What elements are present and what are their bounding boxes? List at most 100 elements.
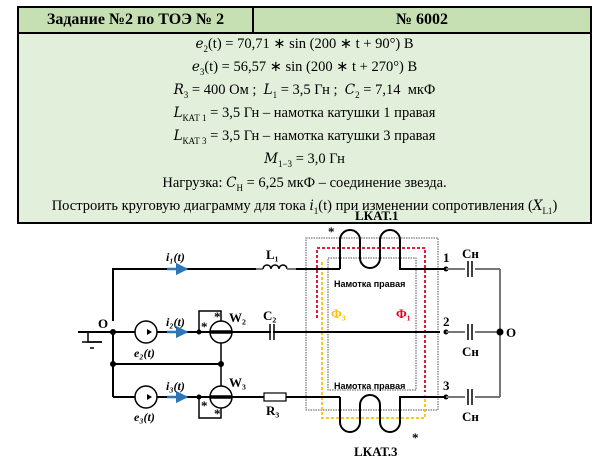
lkat3-text: = 3,5 Гн – намотка катушки 3 правая bbox=[206, 128, 436, 145]
e2-source-arrow bbox=[147, 329, 152, 335]
o-right-label: O bbox=[506, 325, 516, 340]
lkat3-coil bbox=[339, 394, 440, 433]
cn2-label: Cн bbox=[462, 344, 479, 359]
node-mid-left bbox=[110, 361, 116, 367]
wire-i1 bbox=[112, 268, 256, 321]
e3-label: e₃(t) bbox=[134, 410, 155, 424]
e2-label: e₂(t) bbox=[134, 346, 155, 360]
phi3-label: Φ₃ bbox=[331, 306, 346, 321]
mutual-line: M1−3 = 3,0 Гн bbox=[19, 150, 590, 173]
node1-label: 1 bbox=[443, 250, 450, 265]
m13-sub: 1−3 bbox=[277, 159, 293, 170]
node3-label: 3 bbox=[443, 378, 450, 393]
i2-label: i₂(t) bbox=[166, 315, 185, 329]
winding1-label: Намотка правая bbox=[334, 279, 405, 289]
task-x: X bbox=[532, 197, 543, 214]
c2-symbol: C bbox=[344, 82, 356, 99]
load-capacitors bbox=[467, 261, 473, 405]
load-sub: Н bbox=[236, 182, 244, 193]
l1-inductor bbox=[262, 264, 288, 270]
c2-value: = 7,14 мкФ bbox=[359, 82, 436, 99]
load-symbol: C bbox=[226, 174, 237, 191]
i1-label: i₁(t) bbox=[166, 250, 185, 264]
w2-star-a: * bbox=[201, 319, 208, 334]
lkat3-line: LКАТ 3 = 3,5 Гн – намотка катушки 3 прав… bbox=[19, 127, 590, 150]
e3-symbol: e bbox=[191, 59, 200, 76]
o-left-label: O bbox=[98, 316, 108, 331]
c2-label: C₂ bbox=[263, 308, 276, 323]
task-end: ) bbox=[552, 197, 558, 214]
m13-symbol: M bbox=[264, 151, 278, 168]
e3-source bbox=[134, 385, 158, 409]
r3-label: R₃ bbox=[266, 403, 279, 418]
e2-formula: e2(t) = 70,71 ∗ sin (200 ∗ t + 90°) В bbox=[19, 35, 590, 58]
load-prefix: Нагрузка: bbox=[162, 174, 227, 191]
phi1-label: Φ₁ bbox=[396, 306, 411, 321]
lkat3-symbol: L bbox=[173, 128, 183, 145]
winding3-label: Намотка правая bbox=[334, 381, 405, 391]
c2-sub: 2 bbox=[355, 90, 360, 101]
lkat3-sub: КАТ 3 bbox=[182, 136, 207, 147]
w3-star-a: * bbox=[201, 398, 208, 413]
w3-star-b: * bbox=[214, 406, 221, 421]
cn1-label: Cн bbox=[462, 246, 479, 261]
core-inner bbox=[327, 257, 417, 391]
c2-gap bbox=[271, 328, 273, 336]
task-title: Задание №2 по ТОЭ № 2 bbox=[19, 8, 254, 32]
r3-value: = 400 Ом ; bbox=[188, 82, 264, 99]
task-x-sub: L1 bbox=[542, 205, 553, 216]
i3-label: i₃(t) bbox=[166, 379, 185, 393]
task-prefix: Построить круговую диаграмму для тока bbox=[51, 197, 310, 214]
task-line: Построить круговую диаграмму для тока i1… bbox=[19, 197, 590, 220]
e2-symbol: e bbox=[195, 36, 204, 52]
task-table: Задание №2 по ТОЭ № 2 № 6002 e2(t) = 70,… bbox=[17, 6, 592, 224]
table-header: Задание №2 по ТОЭ № 2 № 6002 bbox=[19, 8, 590, 34]
l1-symbol: L bbox=[263, 82, 273, 99]
w3-voltage-coil bbox=[198, 397, 222, 419]
lkat1-star: * bbox=[328, 224, 335, 239]
task-var: i bbox=[309, 197, 314, 214]
flux3-path bbox=[321, 262, 426, 419]
e2-expr: (t) = 70,71 ∗ sin (200 ∗ t + 90°) В bbox=[207, 36, 414, 52]
w3-label: W₃ bbox=[229, 375, 246, 390]
params-line: R3 = 400 Ом ; L1 = 3,5 Гн ; C2 = 7,14 мк… bbox=[19, 81, 590, 104]
ground-wire bbox=[87, 332, 102, 343]
load-line: Нагрузка: CН = 6,25 мкФ – соединение зве… bbox=[19, 174, 590, 197]
node-o-right bbox=[496, 328, 504, 336]
e3-expr: (t) = 56,57 ∗ sin (200 ∗ t + 270°) В bbox=[204, 59, 418, 76]
lkat1-sub: КАТ 1 bbox=[182, 113, 207, 124]
w2-voltage-coil bbox=[198, 310, 222, 332]
lkat1-symbol: L bbox=[173, 105, 183, 122]
lkat3-star: * bbox=[412, 430, 419, 445]
l1-label: L₁ bbox=[266, 247, 279, 262]
task-mid: (t) при изменении сопротивления ( bbox=[318, 197, 533, 214]
e2-source bbox=[134, 320, 158, 344]
task-var-sub: 1 bbox=[313, 205, 319, 216]
r3-symbol: R bbox=[173, 82, 184, 99]
variant-number: № 6002 bbox=[395, 11, 449, 28]
e3-source-arrow bbox=[147, 394, 152, 400]
r3-resistor bbox=[263, 392, 287, 402]
core-outer bbox=[305, 237, 439, 411]
lkat1-label: LКАТ.1 bbox=[355, 208, 398, 223]
w2-label: W₂ bbox=[229, 310, 246, 325]
lkat1-text: = 3,5 Гн – намотка катушки 1 правая bbox=[206, 105, 436, 122]
lkat3-label: LКАТ.3 bbox=[354, 444, 398, 459]
flux1-path bbox=[316, 247, 426, 392]
lkat1-coil bbox=[339, 229, 440, 270]
m13-text: = 3,0 Гн bbox=[292, 151, 345, 168]
load-text: = 6,25 мкФ – соединение звезда. bbox=[243, 174, 447, 191]
l1-value: = 3,5 Гн ; bbox=[277, 82, 345, 99]
cn3-label: Cн bbox=[462, 409, 479, 424]
w2-star-b: * bbox=[214, 309, 221, 324]
task-conditions: e2(t) = 70,71 ∗ sin (200 ∗ t + 90°) В e3… bbox=[19, 34, 590, 222]
node2-label: 2 bbox=[443, 314, 450, 329]
e3-sub: 3 bbox=[199, 66, 205, 77]
e3-formula: e3(t) = 56,57 ∗ sin (200 ∗ t + 270°) В bbox=[19, 58, 590, 81]
load-wires bbox=[446, 268, 501, 398]
e2-sub: 2 bbox=[203, 43, 208, 54]
r3-sub: 3 bbox=[183, 90, 189, 101]
l1-sub: 1 bbox=[272, 90, 278, 101]
lkat1-line: LКАТ 1 = 3,5 Гн – намотка катушки 1 прав… bbox=[19, 104, 590, 127]
